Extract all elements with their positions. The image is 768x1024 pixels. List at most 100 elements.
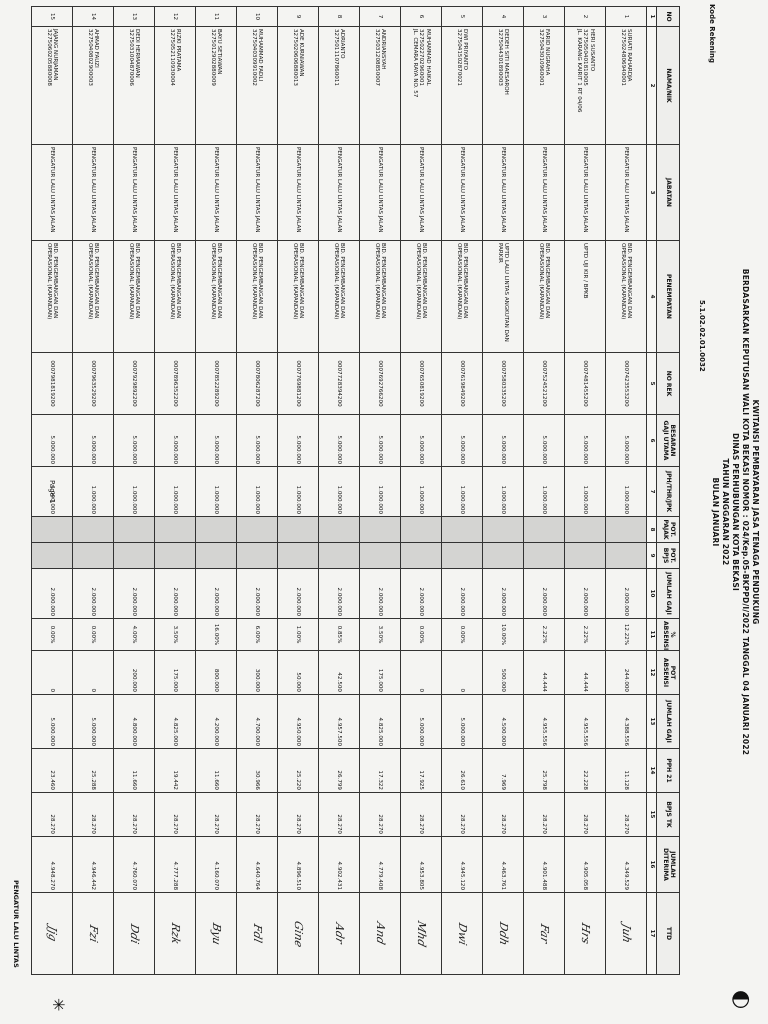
column-number: 15	[646, 792, 657, 837]
gross-salary-cell: 2.000.000	[154, 568, 196, 619]
allowance-cell: 1.000.000	[277, 466, 319, 517]
absence-percent-cell: 0.00%	[72, 618, 114, 651]
pph21-cell: 11.660	[195, 748, 237, 793]
absence-deduction-cell: 175.000	[154, 650, 196, 695]
person-nik: 3275052110930004	[169, 29, 175, 86]
tax-deduction-cell	[359, 516, 401, 543]
bpjs-tk-cell: 28.270	[195, 792, 237, 837]
bpjs-tk-cell: 28.270	[113, 792, 155, 837]
position-cell: PENGATUR LALU LINTAS JALAN	[195, 144, 237, 241]
allowance-cell: 1.000.000	[564, 466, 606, 517]
account-number-cell: 0007650819200	[400, 352, 442, 415]
signature-cell: Jjg	[31, 892, 73, 975]
column-number: 4	[646, 240, 657, 353]
row-number: 8	[318, 6, 360, 27]
pph21-cell: 26.610	[441, 748, 483, 793]
gross-salary-cell: 2.000.000	[72, 568, 114, 619]
person-nik: 3275040309910002	[251, 29, 257, 86]
column-number: 6	[646, 414, 657, 467]
bpjs-deduction-cell	[482, 542, 524, 569]
bpjs-tk-cell: 28.270	[400, 792, 442, 837]
absence-deduction-cell: 200.000	[113, 650, 155, 695]
placement-cell: UPTD UJI KIR / BPKB	[564, 240, 606, 353]
position-cell: PENGATUR LALU LINTAS JALAN	[113, 144, 155, 241]
account-number-cell: 0007806287200	[236, 352, 278, 415]
allowance-cell: 1.000.000	[195, 466, 237, 517]
row-number: 11	[195, 6, 237, 27]
column-header: PPH 21	[656, 748, 680, 793]
gross-salary-cell: 2.000.000	[236, 568, 278, 619]
column-header: BPJS TK	[656, 792, 680, 837]
pph21-cell: 23.460	[31, 748, 73, 793]
absence-percent-cell: 0.85%	[318, 618, 360, 651]
handwritten-signature: Adr	[333, 921, 347, 946]
net-received-cell: 4.902.431	[318, 836, 360, 893]
column-number: 2	[646, 26, 657, 145]
allowance-cell: 1.000.000	[441, 466, 483, 517]
placement-cell: UPTD LALU LINTAS ANGKUTAN DAN PARKIR	[482, 240, 524, 353]
column-header: JUMLAH GAJI	[656, 568, 680, 619]
handwritten-signature: Jjg	[46, 924, 60, 943]
absence-percent-cell: 2.22%	[564, 618, 606, 651]
handwritten-signature: Byu	[210, 921, 224, 947]
absence-percent-cell: 4.00%	[113, 618, 155, 651]
person-nik: 3275031208850007	[374, 29, 380, 86]
gross-salary-cell: 2.000.000	[318, 568, 360, 619]
bpjs-tk-cell: 28.270	[31, 792, 73, 837]
allowance-cell: 1.000.000	[318, 466, 360, 517]
person-nik: 3275040802900003	[87, 29, 93, 86]
bpjs-deduction-cell	[523, 542, 565, 569]
account-number-cell: 0007524521200	[523, 352, 565, 415]
person-name: MUHAMMAD HAIKAL	[424, 29, 431, 86]
pph21-cell: 19.442	[154, 748, 196, 793]
column-number: 3	[646, 144, 657, 241]
person-nik: 3275022702960001	[418, 29, 425, 86]
person-nik: 3275012902880009	[210, 29, 216, 86]
placement-cell: BID. PENGEMBANGAN DAN OPERASIONAL (KAPAN…	[236, 240, 278, 353]
absence-percent-cell: 16.00%	[195, 618, 237, 651]
gross-salary-cell: 2.000.000	[400, 568, 442, 619]
gross-salary-cell: 2.000.000	[482, 568, 524, 619]
salary-total-cell: 5.000.000	[400, 694, 442, 749]
person-nik: 3275024806940001	[620, 29, 626, 86]
handwritten-signature: Hrs	[579, 921, 593, 946]
base-salary-cell: 5.000.000	[72, 414, 114, 467]
base-salary-cell: 5.000.000	[400, 414, 442, 467]
bpjs-deduction-cell	[195, 542, 237, 569]
position-cell: PENGATUR LALU LINTAS JALAN	[154, 144, 196, 241]
column-number: 9	[646, 542, 657, 569]
person-nik: 3275031004870006	[128, 29, 134, 86]
signature-cell: Fzi	[72, 892, 114, 975]
gross-salary-cell: 2.000.000	[441, 568, 483, 619]
signature-cell: Rzk	[154, 892, 196, 975]
person-name: DEDEH SITI MAESAROH	[503, 29, 510, 95]
tax-deduction-cell	[400, 516, 442, 543]
absence-deduction-cell: 175.000	[359, 650, 401, 695]
absence-deduction-cell: 0	[72, 650, 114, 695]
row-number: 10	[236, 6, 278, 27]
pph21-cell: 17.925	[400, 748, 442, 793]
position-cell: PENGATUR LALU LINTAS JALAN	[72, 144, 114, 241]
column-header: BESARAN GAJI UTAMA	[656, 414, 680, 467]
handwritten-signature: Dwi	[456, 921, 470, 947]
bpjs-deduction-cell	[277, 542, 319, 569]
base-salary-cell: 5.000.000	[277, 414, 319, 467]
net-received-cell: 4.953.805	[400, 836, 442, 893]
doc-subtitle-year: TAHUN ANGGARAN 2022	[721, 458, 730, 566]
pph21-cell: 25.288	[72, 748, 114, 793]
account-number-cell: 0007981819200	[31, 352, 73, 415]
absence-deduction-cell: 0	[400, 650, 442, 695]
absence-deduction-cell: 44.444	[523, 650, 565, 695]
person-name: AHMAD FAUZI	[93, 29, 100, 68]
signature-cell: Byu	[195, 892, 237, 975]
absence-percent-cell: 0.00%	[400, 618, 442, 651]
bpjs-deduction-cell	[605, 542, 647, 569]
position-cell: PENGATUR LALU LINTAS JALAN	[31, 144, 73, 241]
